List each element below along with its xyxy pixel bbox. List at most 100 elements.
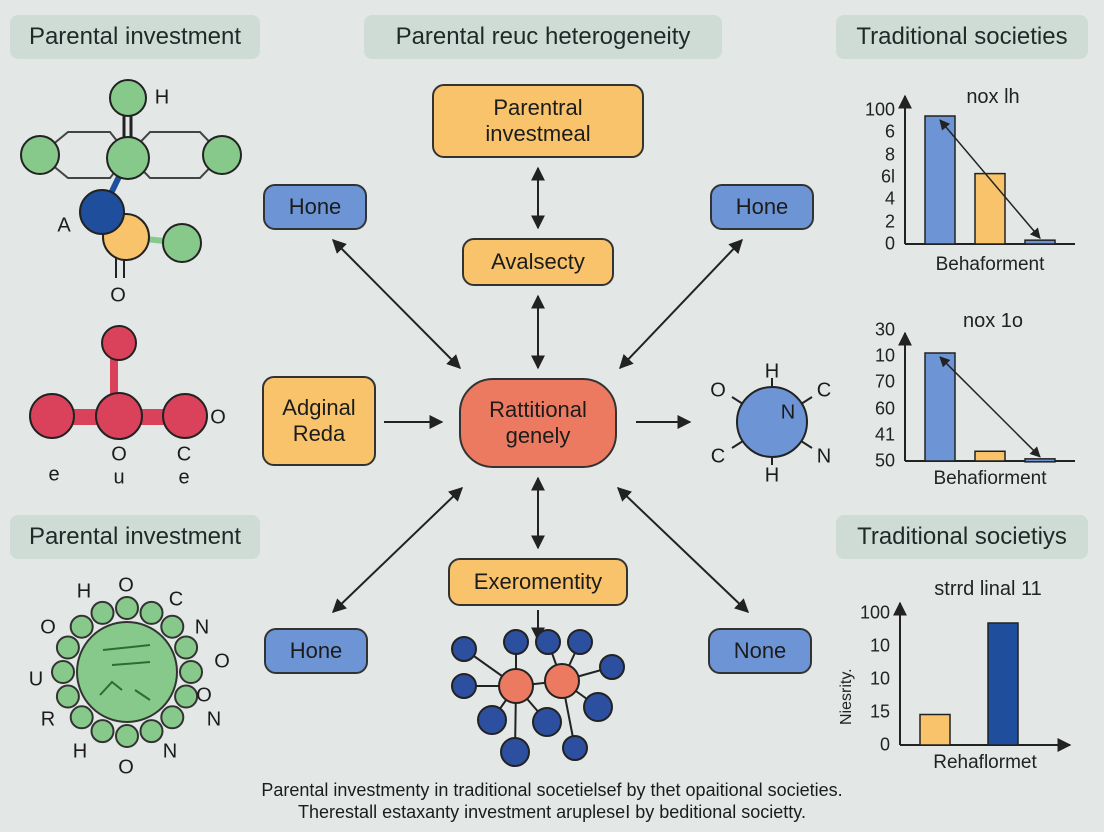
y-tick-label: 2 xyxy=(884,211,895,232)
blue-atom xyxy=(562,735,588,761)
red-atom xyxy=(95,392,143,440)
atom-label: N xyxy=(162,740,178,763)
blue-atom xyxy=(532,707,562,737)
node-none-lower-right[interactable]: None xyxy=(708,628,812,674)
arrow-lower-right xyxy=(616,487,750,613)
y-tick-label: 0 xyxy=(884,233,895,254)
x-axis-label: Rehaflormet xyxy=(933,752,1037,773)
node-avalsecty[interactable]: Avalsecty xyxy=(462,238,614,286)
blue-atom xyxy=(503,629,529,655)
y-tick-label: 6l xyxy=(880,166,895,187)
bar xyxy=(919,713,951,746)
node-exeromentity[interactable]: Exeromentity xyxy=(448,558,628,606)
atom-label: U xyxy=(28,668,44,691)
atom-label: C xyxy=(710,445,726,468)
y-tick-label: 6 xyxy=(884,121,895,142)
atom-label: O xyxy=(214,650,230,673)
green-atom xyxy=(55,635,80,660)
atom-label: e xyxy=(178,466,190,489)
green-atom xyxy=(162,223,202,263)
green-atom xyxy=(90,719,115,744)
atom-label: H xyxy=(76,580,92,603)
y-tick-label: 4 xyxy=(884,188,895,209)
green-atom xyxy=(115,596,139,620)
atom-label: O xyxy=(196,684,212,707)
heading-top-center: Parental reuc heterogeneity xyxy=(364,15,722,59)
atom-label: N xyxy=(816,445,832,468)
atom-label: R xyxy=(40,708,56,731)
atom-label: C xyxy=(816,379,832,402)
molecule-2 xyxy=(29,325,208,440)
bar xyxy=(987,622,1019,746)
network-arrows xyxy=(331,166,750,642)
arrow-lower-left xyxy=(331,487,464,613)
y-tick-label: 60 xyxy=(874,398,895,419)
green-atom xyxy=(106,136,150,180)
molecule-4 xyxy=(51,596,203,748)
atom-label: C xyxy=(176,443,192,466)
trend-arrow xyxy=(939,356,1041,458)
bar xyxy=(974,450,1006,462)
atom-label: O xyxy=(40,616,56,639)
blue-atom xyxy=(79,189,125,235)
trend-arrow xyxy=(939,119,1041,239)
bar xyxy=(974,172,1006,245)
green-atom xyxy=(55,684,80,709)
x-axis-label: Behaforment xyxy=(935,254,1045,275)
y-tick-label: 100 xyxy=(864,99,895,120)
green-atom xyxy=(109,79,147,117)
green-atom xyxy=(20,135,60,175)
x-axis-label: Behafiorment xyxy=(933,468,1047,489)
atom-label: C xyxy=(168,588,184,611)
chart-title: strrd linal 11 xyxy=(934,578,1042,600)
heading-bottom-right: Traditional societiys xyxy=(836,515,1088,559)
atom-label: O xyxy=(710,379,726,402)
green-atom xyxy=(115,724,139,748)
node-hone-lower-left[interactable]: Hone xyxy=(264,628,368,674)
green-atom xyxy=(139,719,164,744)
bar xyxy=(1024,239,1056,245)
node-center[interactable]: Rattitional genely xyxy=(459,378,617,468)
y-tick-label: 8 xyxy=(884,144,895,165)
atom-label: O xyxy=(118,574,134,597)
node-hone-upper-right[interactable]: Hone xyxy=(710,184,814,230)
atom-label: H xyxy=(764,464,780,487)
molecule-3 xyxy=(731,378,813,465)
y-tick-label: 0 xyxy=(879,734,890,755)
green-atom xyxy=(69,614,94,639)
green-atom xyxy=(174,684,199,709)
green-atom xyxy=(202,135,242,175)
blue-atom xyxy=(583,692,613,722)
atom-label: H xyxy=(72,740,88,763)
atom-label: O xyxy=(110,284,126,307)
y-tick-label: 70 xyxy=(874,371,895,392)
arrow-upper-right xyxy=(619,238,743,370)
y-tick-label: 100 xyxy=(859,602,890,623)
bar-chart-3 xyxy=(893,601,1072,752)
molecule-1 xyxy=(20,79,242,278)
node-parental-investment[interactable]: Parentral investmeal xyxy=(432,84,644,158)
atom-label: O xyxy=(210,406,226,429)
red-atom xyxy=(498,668,534,704)
footer-line-2: Therestall estaxanty investment aruplese… xyxy=(298,802,806,822)
atom-label: O xyxy=(111,443,127,466)
green-atom xyxy=(51,660,75,684)
node-hone-upper-left[interactable]: Hone xyxy=(263,184,367,230)
blue-atom xyxy=(500,737,530,767)
bar-chart-2 xyxy=(898,331,1075,463)
atom-label: N xyxy=(194,616,210,639)
atom-label: H xyxy=(764,360,780,383)
blue-atom xyxy=(451,673,477,699)
green-atom xyxy=(160,614,185,639)
blue-atom xyxy=(736,386,808,458)
node-adginal-reda[interactable]: Adginal Reda xyxy=(262,376,376,466)
green-atom xyxy=(174,635,199,660)
blue-atom xyxy=(599,654,625,680)
bar xyxy=(1024,458,1056,463)
blue-atom xyxy=(451,636,477,662)
y-tick-label: 50 xyxy=(874,450,895,471)
red-atom xyxy=(29,393,75,439)
green-atom xyxy=(179,660,203,684)
y-tick-label: 10 xyxy=(869,668,890,689)
